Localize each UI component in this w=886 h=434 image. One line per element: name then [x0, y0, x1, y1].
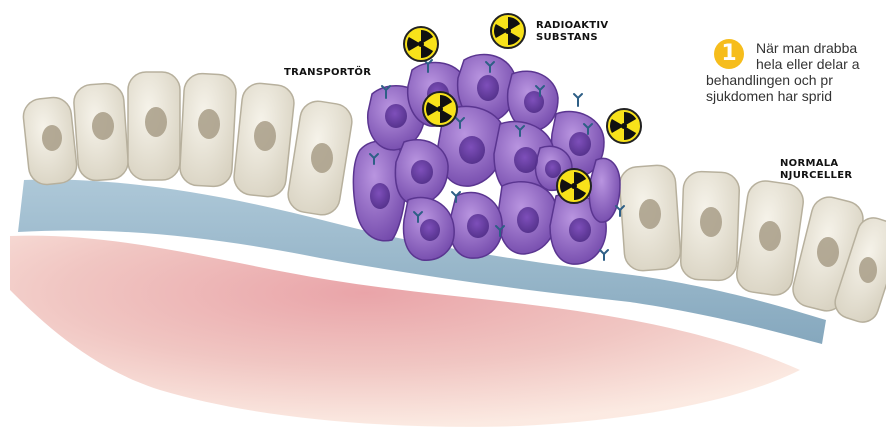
intro-paragraph: När man drabba hela eller delar a behand… — [706, 40, 886, 104]
transporter-label: TRANSPORTÖR — [284, 67, 371, 79]
intro-line: hela eller delar a — [756, 56, 886, 72]
radioactive-icon — [422, 92, 457, 126]
transporter-label-text: TRANSPORTÖR — [284, 67, 371, 79]
radioactive-label-line2: SUBSTANS — [536, 32, 608, 44]
radioactive-icon — [606, 109, 641, 143]
intro-line: När man drabba — [756, 40, 886, 56]
normal-cells-label: NORMALA NJURCELLER — [780, 158, 852, 182]
radioactive-icon — [556, 169, 591, 203]
intro-line: behandlingen och pr — [706, 72, 886, 88]
radioactive-icon — [403, 27, 438, 61]
normal-cells-label-line1: NORMALA — [780, 158, 852, 170]
normal-cells-label-line2: NJURCELLER — [780, 170, 852, 182]
radioactive-icon — [490, 14, 525, 48]
radioactive-label-line1: RADIOAKTIV — [536, 20, 608, 32]
intro-line: sjukdomen har sprid — [706, 88, 886, 104]
radioactive-substance-label: RADIOAKTIV SUBSTANS — [536, 20, 608, 44]
